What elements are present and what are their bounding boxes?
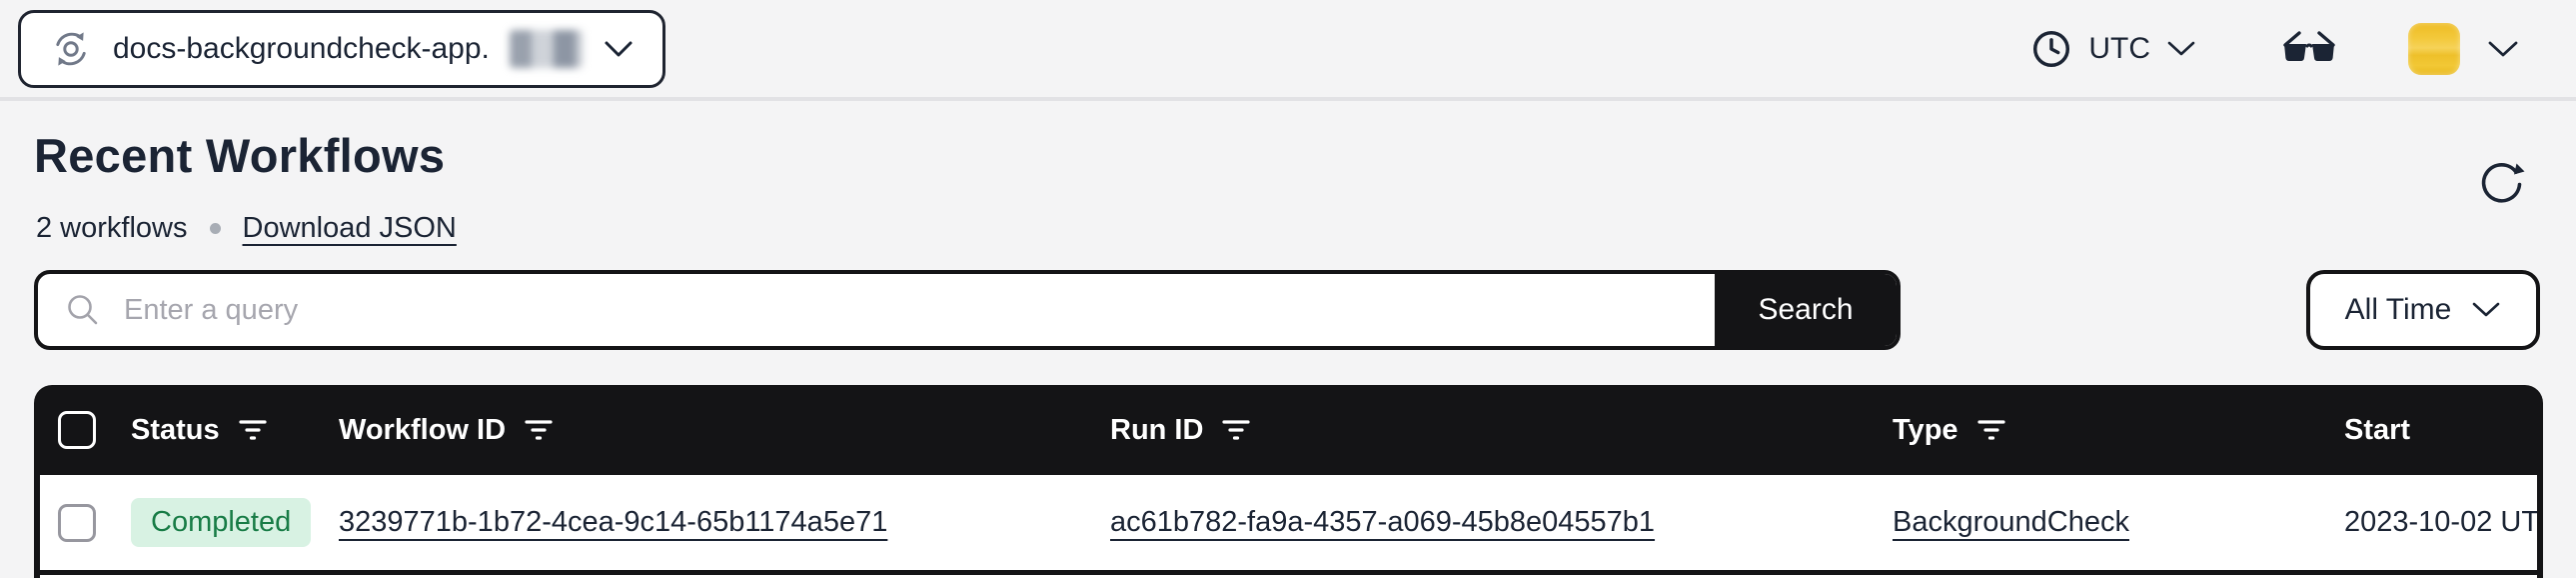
column-header-type: Type [1893,414,2344,447]
column-label-start: Start [2344,413,2411,446]
dot-separator [209,223,221,234]
row-checkbox[interactable] [58,503,96,542]
column-header-status: Status [131,414,339,447]
filter-lines-icon[interactable] [1976,418,2006,442]
namespace-label: docs-backgroundcheck-app. [113,31,490,65]
table-row[interactable]: Completed 3239771b-1b72-4cea-9c14-65b117… [40,475,2537,570]
workflow-count: 2 workflows [36,212,188,244]
start-timestamp: 2023-10-02 UT [2344,506,2537,538]
column-label-workflow-id: Workflow ID [339,413,507,446]
query-search-group: Search [34,270,1901,350]
clock-icon [2030,28,2072,70]
chevron-down-icon [2486,39,2520,59]
row-status-cell: Completed [131,498,339,547]
row-workflow-id-cell: 3239771b-1b72-4cea-9c14-65b1174a5e71 [339,506,1110,539]
chevron-down-icon [603,39,635,59]
column-header-start: Start [2344,414,2537,447]
column-label-type: Type [1893,413,1958,446]
namespace-cycle-icon [49,27,93,71]
row-type-cell: BackgroundCheck [1893,506,2344,539]
labs-glasses-icon[interactable] [2280,28,2338,70]
search-button[interactable]: Search [1715,274,1897,346]
row-start-cell: 2023-10-02 UT [2344,506,2537,539]
search-icon [64,291,102,329]
column-label-run-id: Run ID [1110,413,1204,446]
chevron-down-icon [2166,40,2196,58]
filter-lines-icon[interactable] [1221,418,1251,442]
column-header-run-id: Run ID [1110,414,1893,447]
account-menu[interactable] [2408,22,2520,75]
header-checkbox-cell [40,411,131,449]
query-input[interactable] [124,274,1715,346]
row-checkbox-cell [40,503,131,542]
timezone-label: UTC [2088,31,2150,65]
workflow-meta-row: 2 workflows Download JSON [36,212,457,245]
column-label-status: Status [131,413,220,446]
column-header-workflow-id: Workflow ID [339,414,1110,447]
filter-lines-icon[interactable] [524,418,554,442]
select-all-checkbox[interactable] [58,411,96,449]
top-navigation-bar: docs-backgroundcheck-app. UTC [0,0,2576,101]
filter-lines-icon[interactable] [238,418,268,442]
row-run-id-cell: ac61b782-fa9a-4357-a069-45b8e04557b1 [1110,506,1893,539]
namespace-selector[interactable]: docs-backgroundcheck-app. [18,9,665,88]
workflows-table: Status Workflow ID Run ID [34,385,2543,578]
timezone-selector[interactable]: UTC [2030,28,2196,70]
table-row-partial[interactable] [40,575,2537,578]
topbar-right-controls: UTC [2030,22,2520,75]
download-json-link[interactable]: Download JSON [242,212,457,244]
namespace-redacted-block [509,29,583,68]
table-header-row: Status Workflow ID Run ID [40,385,2537,475]
workflow-id-link[interactable]: 3239771b-1b72-4cea-9c14-65b1174a5e71 [339,506,888,538]
status-badge: Completed [131,498,312,547]
avatar [2408,22,2460,75]
time-filter-dropdown[interactable]: All Time [2306,270,2540,350]
chevron-down-icon [2471,301,2501,319]
page-title: Recent Workflows [34,129,446,182]
run-id-link[interactable]: ac61b782-fa9a-4357-a069-45b8e04557b1 [1110,506,1656,538]
refresh-button[interactable] [2474,156,2528,210]
time-filter-label: All Time [2344,293,2452,326]
workflow-type-link[interactable]: BackgroundCheck [1893,506,2129,538]
